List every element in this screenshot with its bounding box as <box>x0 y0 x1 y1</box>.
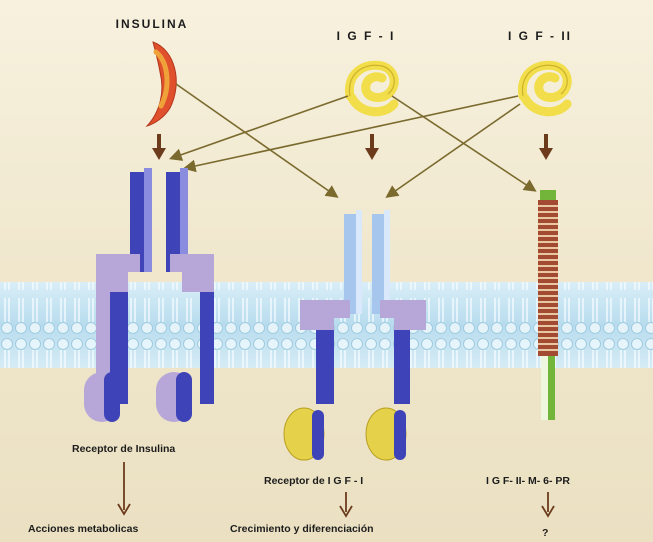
igf2-ligand-label: I G F - II <box>508 29 572 43</box>
igf2-receptor-label: I G F- II- M- 6- PR <box>486 475 570 487</box>
igf2-outcome-label: ? <box>542 527 548 539</box>
insulin-ligand-icon <box>147 42 176 126</box>
insulin-receptor-label: Receptor de Insulina <box>72 443 175 455</box>
arrow-igf1-to-insulin-receptor <box>172 96 348 158</box>
insulin-outcome-label: Acciones metabolicas <box>28 523 138 535</box>
igf2-ligand-icon <box>522 65 567 111</box>
ligand-down-arrows <box>152 134 553 160</box>
igf1-outcome-label: Crecimiento y diferenciación <box>230 523 374 535</box>
insulin-ligand-label: INSULINA <box>116 17 189 31</box>
outcome-arrows <box>118 462 554 516</box>
arrow-igf2-to-insulin-receptor <box>186 96 518 168</box>
igf2-receptor-icon <box>538 190 558 420</box>
igf1-ligand-label: I G F - I <box>337 29 396 43</box>
arrow-igf2-to-igf1-receptor <box>388 104 520 196</box>
igf1-ligand-icon <box>349 65 394 111</box>
arrow-igf1-to-igf2-receptor <box>392 96 534 190</box>
igf1-receptor-label: Receptor de I G F - I <box>264 475 363 487</box>
